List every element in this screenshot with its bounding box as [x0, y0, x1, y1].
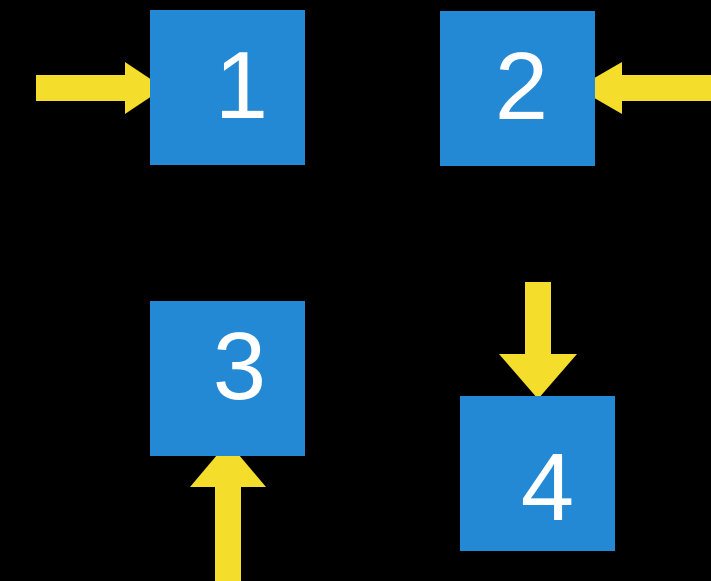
node-label-2: 2	[494, 32, 549, 140]
node-label-4: 4	[520, 433, 575, 541]
arrow-right-icon	[36, 62, 164, 114]
node-box-4[interactable]: 4	[460, 396, 615, 551]
arrow-down-icon	[499, 282, 577, 399]
node-box-2[interactable]: 2	[440, 11, 595, 166]
node-label-1: 1	[214, 31, 269, 139]
node-box-3[interactable]: 3	[150, 301, 305, 456]
arrow-up-icon	[190, 442, 266, 581]
node-label-3: 3	[212, 312, 267, 420]
node-box-1[interactable]: 1	[150, 10, 305, 165]
arrow-left-icon	[577, 62, 711, 114]
